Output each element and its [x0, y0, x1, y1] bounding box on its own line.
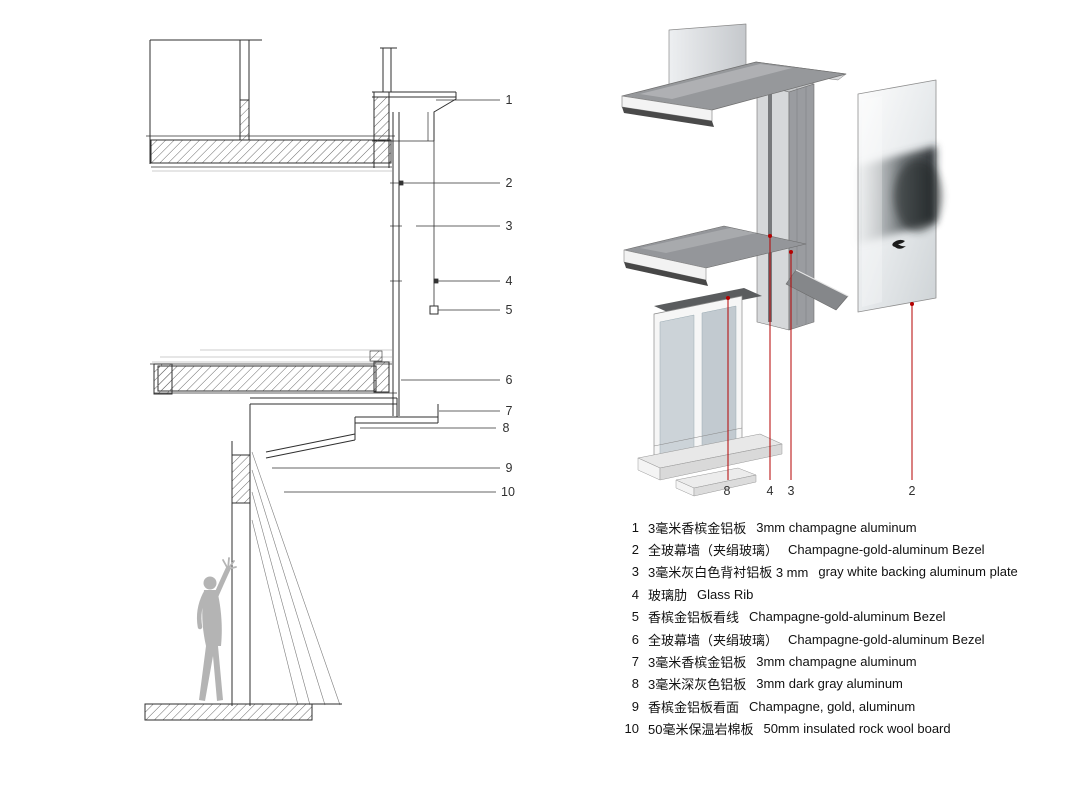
- axon-callout-3: 3: [787, 483, 795, 498]
- legend-label-zh: 香槟金铝板看面: [648, 699, 740, 715]
- section-drawing: [144, 39, 457, 721]
- legend-label-zh: 3毫米灰白色背衬铝板 3 mm: [648, 565, 809, 581]
- section-callout-1: 1: [505, 92, 513, 107]
- legend-label-zh: 3毫米香槟金铝板: [648, 655, 747, 671]
- section-callout-2: 2: [505, 175, 513, 190]
- legend-number: 6: [631, 631, 639, 647]
- legend-number: 8: [631, 676, 639, 692]
- legend-label-zh: 全玻幕墙（夹绢玻璃）: [648, 632, 779, 648]
- section-callout-3: 3: [505, 218, 513, 233]
- axon-callout-4: 4: [766, 483, 774, 498]
- legend: 1 3毫米香槟金铝板 3mm champagne aluminum 2 全玻幕墙…: [617, 516, 1018, 740]
- axon-soffit: [654, 288, 762, 314]
- legend-item: 3 3毫米灰白色背衬铝板 3 mm gray white backing alu…: [617, 561, 1018, 583]
- legend-label-en: Champagne-gold-aluminum Bezel: [749, 609, 946, 625]
- legend-number: 4: [631, 586, 639, 602]
- section-callout-4: 4: [505, 273, 513, 288]
- axon-storefront-glass: [653, 295, 743, 471]
- legend-label-zh: 50毫米保温岩棉板: [648, 722, 754, 738]
- legend-item: 1 3毫米香槟金铝板 3mm champagne aluminum: [617, 516, 1018, 538]
- legend-label-en: 3mm dark gray aluminum: [756, 676, 903, 692]
- legend-number: 5: [631, 609, 639, 625]
- legend-label-en: 3mm champagne aluminum: [756, 519, 917, 535]
- legend-label-en: Champagne, gold, aluminum: [749, 698, 916, 714]
- axon-leader-lines: [726, 234, 914, 480]
- legend-item: 8 3毫米深灰色铝板 3mm dark gray aluminum: [617, 673, 1018, 695]
- section-callout-8: 8: [502, 420, 510, 435]
- legend-label-zh: 全玻幕墙（夹绢玻璃）: [648, 543, 779, 559]
- section-callout-6: 6: [505, 372, 513, 387]
- section-callout-9: 9: [505, 460, 513, 475]
- legend-item: 7 3毫米香槟金铝板 3mm champagne aluminum: [617, 650, 1018, 672]
- legend-number: 3: [631, 564, 639, 580]
- human-figure: [196, 557, 237, 701]
- legend-item: 9 香槟金铝板看面 Champagne, gold, aluminum: [617, 695, 1018, 717]
- legend-number: 9: [631, 698, 639, 714]
- legend-number: 1: [631, 519, 639, 535]
- legend-item: 10 50毫米保温岩棉板 50mm insulated rock wool bo…: [617, 718, 1018, 740]
- axon-mullion-column: [756, 75, 815, 331]
- legend-label-en: Champagne-gold-aluminum Bezel: [788, 542, 985, 558]
- section-callout-7: 7: [505, 403, 513, 418]
- legend-label-en: Champagne-gold-aluminum Bezel: [788, 631, 985, 647]
- section-leader-lines: [272, 99, 500, 493]
- legend-label-en: 50mm insulated rock wool board: [763, 721, 951, 737]
- section-callout-10: 10: [501, 484, 515, 499]
- axon-mid-shelf: [623, 225, 807, 286]
- legend-number: 10: [624, 721, 639, 737]
- legend-number: 7: [631, 654, 639, 670]
- legend-item: 5 香槟金铝板看线 Champagne-gold-aluminum Bezel: [617, 606, 1018, 628]
- ink-mark: [892, 239, 906, 249]
- legend-label-zh: 玻璃肋: [648, 587, 688, 603]
- legend-number: 2: [631, 542, 639, 558]
- legend-label-zh: 香槟金铝板看线: [648, 610, 740, 626]
- axon-callout-2: 2: [908, 483, 916, 498]
- legend-item: 4 玻璃肋 Glass Rib: [617, 583, 1018, 605]
- axon-top-panel: [621, 61, 847, 127]
- axon-drawing: [621, 23, 942, 497]
- axon-callout-8: 8: [723, 483, 731, 498]
- legend-label-zh: 3毫米香槟金铝板: [648, 520, 747, 536]
- legend-label-en: Glass Rib: [697, 586, 754, 602]
- legend-item: 2 全玻幕墙（夹绢玻璃） Champagne-gold-aluminum Bez…: [617, 538, 1018, 560]
- section-callout-5: 5: [505, 302, 513, 317]
- legend-label-zh: 3毫米深灰色铝板: [648, 677, 747, 693]
- axon-sill: [637, 433, 783, 497]
- legend-label-en: 3mm champagne aluminum: [756, 654, 917, 670]
- legend-label-en: gray white backing aluminum plate: [818, 564, 1018, 580]
- legend-item: 6 全玻幕墙（夹绢玻璃） Champagne-gold-aluminum Bez…: [617, 628, 1018, 650]
- axon-corner-fin: [785, 269, 849, 311]
- axon-silk-glass-panel: [857, 79, 942, 313]
